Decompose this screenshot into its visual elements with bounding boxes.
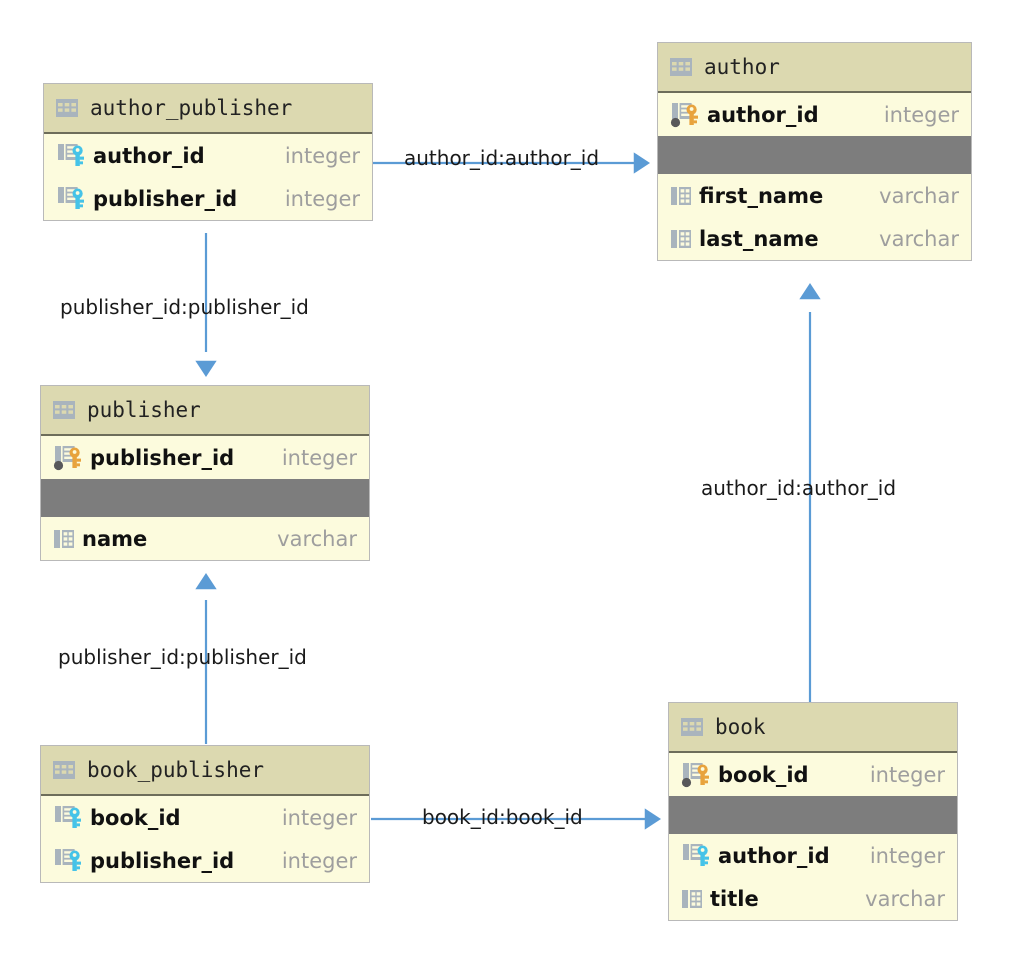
column-separator-row xyxy=(658,136,971,174)
column-row-author_id[interactable]: author_id integer xyxy=(44,134,372,177)
column-icon xyxy=(681,889,703,909)
edge-arrowhead xyxy=(195,573,217,590)
column-type: varchar xyxy=(879,183,959,208)
table-title: publisher xyxy=(87,398,201,422)
column-type: integer xyxy=(281,445,357,470)
column-name: book_id xyxy=(90,805,181,830)
column-type: integer xyxy=(284,143,360,168)
table-grid-icon xyxy=(56,99,78,117)
primary-key-icon xyxy=(53,445,83,471)
foreign-key-icon xyxy=(53,848,83,874)
foreign-key-icon xyxy=(56,143,86,169)
column-row-book_id[interactable]: book_id integer xyxy=(41,796,369,839)
table-grid-icon xyxy=(681,718,703,736)
erd-edge-book-to-author xyxy=(799,283,821,702)
column-separator-row xyxy=(41,479,369,517)
column-type: integer xyxy=(281,805,357,830)
table-grid-icon xyxy=(53,401,75,419)
edge-label-book_publisher-to-book: book_id:book_id xyxy=(422,805,583,829)
table-grid-icon xyxy=(670,58,692,76)
column-name: last_name xyxy=(699,226,819,251)
edge-label-book_publisher-to-publisher: publisher_id:publisher_id xyxy=(58,645,307,669)
column-type: integer xyxy=(883,102,959,127)
table-header-author[interactable]: author xyxy=(658,43,971,93)
column-name: name xyxy=(82,526,148,551)
table-title: author xyxy=(704,55,780,79)
column-name: author_id xyxy=(93,143,205,168)
edge-label-author_publisher-to-author: author_id:author_id xyxy=(404,146,600,170)
column-type: integer xyxy=(869,843,945,868)
column-row-book_id[interactable]: book_id integer xyxy=(669,753,957,796)
column-icon xyxy=(53,529,75,549)
table-title: author_publisher xyxy=(90,96,293,120)
column-type: varchar xyxy=(879,226,959,251)
edge-arrowhead xyxy=(195,360,217,377)
erd-edge-author_publisher-to-publisher xyxy=(195,233,217,377)
table-grid-icon xyxy=(53,761,75,779)
column-row-publisher_id[interactable]: publisher_id integer xyxy=(44,177,372,220)
erd-edge-author_publisher-to-author xyxy=(373,152,650,174)
edge-label-author_publisher-to-publisher: publisher_id:publisher_id xyxy=(60,295,309,319)
edge-arrowhead xyxy=(633,152,650,174)
erd-edge-book_publisher-to-book xyxy=(371,808,661,830)
column-row-publisher_id[interactable]: publisher_id integer xyxy=(41,436,369,479)
column-row-publisher_id[interactable]: publisher_id integer xyxy=(41,839,369,882)
table-header-book_publisher[interactable]: book_publisher xyxy=(41,746,369,796)
column-name: publisher_id xyxy=(93,186,238,211)
column-name: title xyxy=(710,886,759,911)
edge-arrowhead xyxy=(799,283,821,300)
column-name: author_id xyxy=(707,102,819,127)
table-header-publisher[interactable]: publisher xyxy=(41,386,369,436)
column-type: integer xyxy=(284,186,360,211)
foreign-key-icon xyxy=(56,186,86,212)
column-name: publisher_id xyxy=(90,848,235,873)
column-row-author_id[interactable]: author_id integer xyxy=(669,834,957,877)
column-name: author_id xyxy=(718,843,830,868)
column-row-name[interactable]: name varchar xyxy=(41,517,369,560)
foreign-key-icon xyxy=(53,805,83,831)
foreign-key-icon xyxy=(681,843,711,869)
table-header-author_publisher[interactable]: author_publisher xyxy=(44,84,372,134)
column-name: book_id xyxy=(718,762,809,787)
column-icon xyxy=(670,229,692,249)
column-row-last_name[interactable]: last_name varchar xyxy=(658,217,971,260)
column-type: varchar xyxy=(277,526,357,551)
column-type: varchar xyxy=(865,886,945,911)
table-columns: publisher_id integer name varchar xyxy=(41,436,369,560)
erd-edge-book_publisher-to-publisher xyxy=(195,573,217,744)
primary-key-icon xyxy=(681,762,711,788)
column-separator-row xyxy=(669,796,957,834)
column-type: integer xyxy=(869,762,945,787)
column-icon xyxy=(670,186,692,206)
table-title: book_publisher xyxy=(87,758,265,782)
column-row-first_name[interactable]: first_name varchar xyxy=(658,174,971,217)
edge-label-book-to-author: author_id:author_id xyxy=(701,476,897,500)
table-header-book[interactable]: book xyxy=(669,703,957,753)
erd-table-publisher[interactable]: publisher publisher_id integer name varcha… xyxy=(40,385,370,561)
table-title: book xyxy=(715,715,766,739)
edge-arrowhead xyxy=(644,808,661,830)
column-row-author_id[interactable]: author_id integer xyxy=(658,93,971,136)
column-type: integer xyxy=(281,848,357,873)
column-name: first_name xyxy=(699,183,824,208)
column-name: publisher_id xyxy=(90,445,235,470)
column-row-title[interactable]: title varchar xyxy=(669,877,957,920)
primary-key-icon xyxy=(670,102,700,128)
